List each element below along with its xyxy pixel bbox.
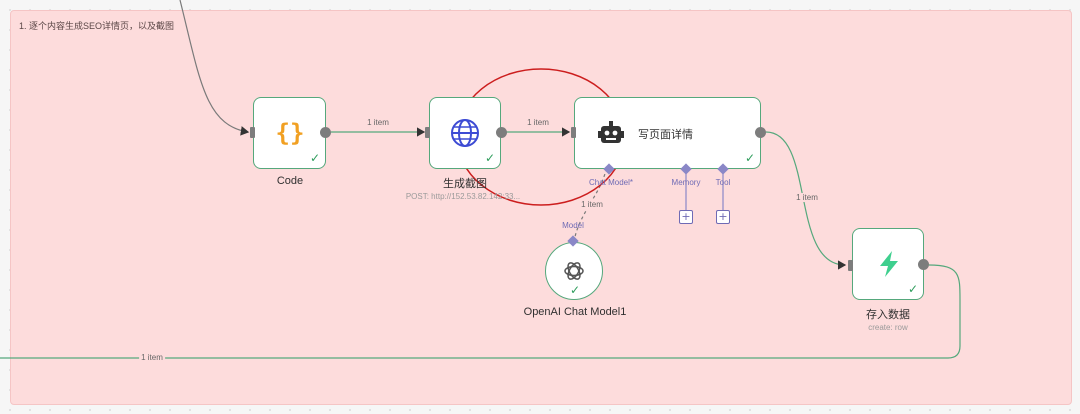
store-input-port[interactable] [848, 260, 853, 271]
success-check-icon: ✓ [484, 151, 495, 165]
screenshot-node-subtitle: POST: http://152.53.82.142:33... [405, 192, 521, 201]
success-check-icon: ✓ [309, 151, 320, 165]
ai-agent-node[interactable]: 写页面详情 ✓ [574, 97, 761, 169]
globe-icon [451, 119, 479, 147]
sticky-note[interactable]: 1. 逐个内容生成SEO详情页，以及截图 [10, 10, 1072, 405]
success-check-icon: ✓ [744, 151, 755, 165]
edge-label-screenshot-agent: 1 item [525, 118, 551, 127]
code-output-port[interactable] [320, 127, 331, 138]
svg-text:{}: {} [276, 119, 305, 147]
connection-model-agent [573, 169, 607, 243]
tool-port-label: Tool [715, 178, 731, 187]
sticky-note-title: 1. 逐个内容生成SEO详情页，以及截图 [19, 21, 175, 31]
screenshot-output-port[interactable] [496, 127, 507, 138]
incoming-connection [179, 0, 250, 136]
store-output-port[interactable] [918, 259, 929, 270]
store-node-subtitle: create: row [868, 323, 908, 332]
openai-chat-model-node[interactable]: ✓ [545, 242, 603, 300]
model-port-label: Model [562, 221, 584, 230]
success-check-icon: ✓ [907, 282, 918, 296]
add-tool-button[interactable]: + [716, 210, 730, 224]
openai-node-label: OpenAI Chat Model1 [523, 306, 627, 318]
add-memory-button[interactable]: + [679, 210, 693, 224]
robot-icon [598, 121, 624, 143]
code-input-port[interactable] [250, 127, 255, 138]
openai-icon [564, 262, 584, 280]
connection-loop-back [0, 264, 961, 359]
chat-model-port-label: Chat Model* [588, 178, 634, 187]
code-node-label: Code [276, 175, 304, 187]
edge-label-agent-store: 1 item [794, 193, 820, 202]
code-node[interactable]: {} ✓ [253, 97, 326, 169]
agent-input-port[interactable] [571, 127, 576, 138]
store-node-label: 存入数据 [866, 309, 910, 321]
bolt-icon [880, 251, 898, 277]
edge-label-loop-back: 1 item [139, 353, 165, 362]
ai-agent-node-label: 写页面详情 [638, 129, 693, 141]
store-data-node[interactable]: ✓ [852, 228, 924, 300]
edge-label-model-agent: 1 item [579, 200, 605, 209]
braces-icon: {} [276, 119, 305, 147]
memory-port-label: Memory [671, 178, 701, 187]
screenshot-input-port[interactable] [425, 127, 430, 138]
screenshot-node-label: 生成截图 [443, 178, 487, 190]
success-check-icon: ✓ [569, 283, 580, 297]
screenshot-node[interactable]: ✓ [429, 97, 501, 169]
agent-output-port[interactable] [755, 127, 766, 138]
edge-label-code-screenshot: 1 item [365, 118, 391, 127]
